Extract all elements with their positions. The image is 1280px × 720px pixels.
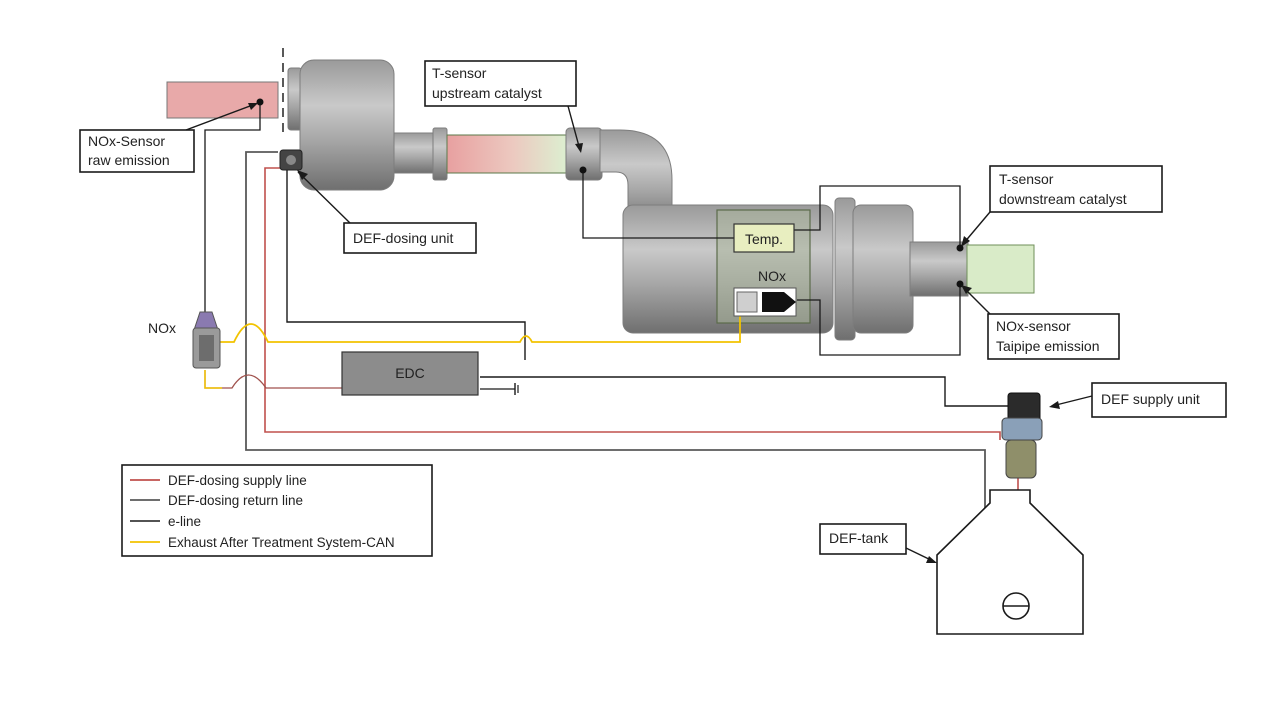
callout-nox-raw: NOx-Sensor raw emission	[79, 102, 259, 173]
temp-label: Temp.	[745, 231, 783, 247]
exhaust-hardware	[166, 48, 1035, 341]
callout-t-up-line2: upstream catalyst	[432, 85, 542, 101]
components: EDC Temp. NOx	[192, 98, 1084, 635]
callout-t-down-line1: T-sensor	[999, 171, 1054, 187]
callout-supply: DEF supply unit	[1049, 382, 1227, 418]
callout-t-up-line1: T-sensor	[432, 65, 487, 81]
return-line	[245, 151, 986, 582]
e-line-t-up	[582, 170, 740, 239]
def-dosing-unit-symbol	[279, 149, 303, 171]
ground-icon	[514, 383, 519, 395]
exhaust-pipe-1	[393, 132, 441, 174]
callout-nox-raw-line1: NOx-Sensor	[88, 133, 165, 149]
callout-t-down: T-sensor downstream catalyst	[961, 165, 1163, 247]
callout-nox-tail-line1: NOx-sensor	[996, 318, 1071, 334]
e-line-nox-raw	[204, 102, 261, 312]
nox-left-label: NOx	[148, 320, 176, 336]
nox-sensor-raw-dot	[256, 98, 264, 106]
callout-dosing: DEF-dosing unit	[297, 170, 477, 254]
catalyst-rear	[852, 204, 914, 334]
legend: DEF-dosing supply line DEF-dosing return…	[121, 464, 433, 557]
def-tank	[936, 489, 1084, 635]
legend-label-can: Exhaust After Treatment System-CAN	[168, 535, 395, 550]
nox-sensor-left	[192, 311, 221, 369]
nox-sensor-catalyst	[733, 287, 797, 317]
edc-label: EDC	[395, 365, 425, 381]
callout-tank-label: DEF-tank	[829, 530, 889, 546]
e-line-t-down	[792, 185, 961, 246]
pipe-clamp-1	[432, 127, 448, 181]
temp-sensor-box: Temp.	[733, 223, 795, 253]
nox-cat-label: NOx	[758, 268, 786, 284]
can-line	[218, 302, 741, 343]
e-line-supply	[480, 376, 1010, 407]
callout-dosing-label: DEF-dosing unit	[353, 230, 453, 246]
callout-tank: DEF-tank	[819, 523, 937, 563]
callout-nox-tail: NOx-sensor Taipipe emission	[961, 285, 1120, 360]
callout-nox-raw-line2: raw emission	[88, 152, 170, 168]
mixer-housing	[299, 59, 395, 191]
can-line-edc	[204, 370, 222, 389]
legend-label-return: DEF-dosing return line	[168, 493, 303, 508]
legend-box	[121, 464, 433, 557]
def-supply-unit-symbol	[1001, 392, 1043, 479]
legend-label-supply: DEF-dosing supply line	[168, 473, 307, 488]
callout-supply-label: DEF supply unit	[1101, 391, 1200, 407]
callout-nox-tail-line2: Taipipe emission	[996, 338, 1100, 354]
exhaust-gradient-zone	[446, 134, 568, 174]
tailpipe-emission-zone	[966, 244, 1035, 294]
t-sensor-upstream-dot	[579, 166, 587, 174]
callouts: NOx-Sensor raw emission T-sensor upstrea…	[79, 60, 1227, 563]
e-line-nox-edc	[204, 370, 342, 389]
callout-t-up: T-sensor upstream catalyst	[424, 60, 583, 153]
edc-unit: EDC	[341, 351, 479, 396]
catalyst-flange	[834, 197, 856, 341]
e-line-nox-tail	[797, 286, 961, 356]
callout-t-down-line2: downstream catalyst	[999, 191, 1127, 207]
legend-label-eline: e-line	[168, 514, 201, 529]
e-line-dosing	[286, 160, 526, 360]
